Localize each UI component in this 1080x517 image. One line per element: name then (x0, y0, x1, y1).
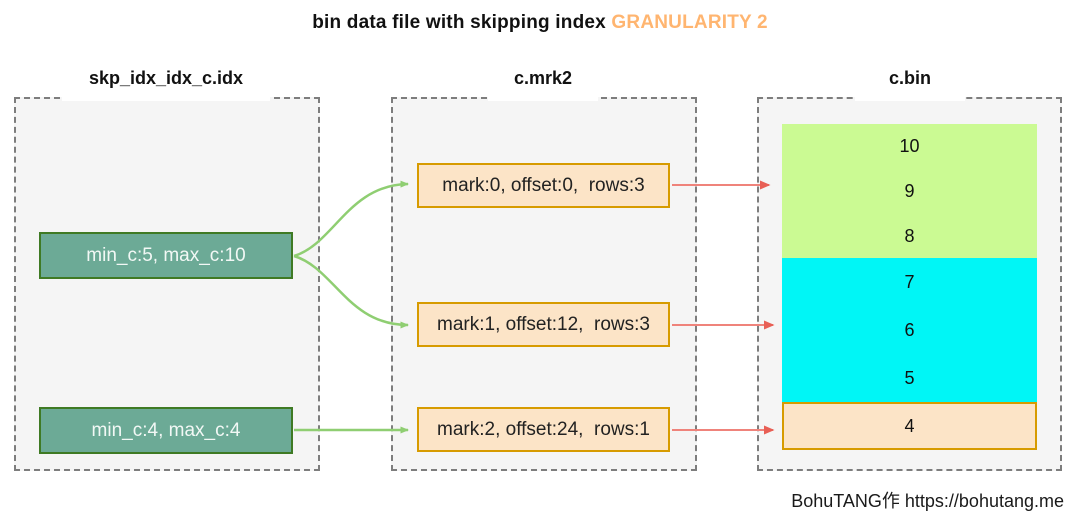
panel-header-skp-idx: skp_idx_idx_c.idx (62, 68, 270, 101)
granularity-highlight: GRANULARITY 2 (611, 12, 768, 33)
diagram-title: bin data file with skipping index GRANUL… (0, 12, 1080, 34)
title-text: bin data file with skipping index (312, 12, 606, 33)
mrk-node-1: mark:1, offset:12, rows:3 (417, 302, 670, 347)
bin-granule-2: 4 (782, 402, 1037, 450)
bin-row-value: 10 (899, 136, 920, 157)
bin-row-value: 5 (904, 368, 915, 388)
idx-node-minmax-0: min_c:5, max_c:10 (39, 232, 293, 279)
bin-row-value: 4 (904, 416, 915, 436)
bin-granule-1: 7 6 5 (782, 258, 1037, 402)
panel-header-mrk2: c.mrk2 (488, 68, 598, 101)
panel-header-bin: c.bin (855, 68, 965, 101)
mrk-node-0: mark:0, offset:0, rows:3 (417, 163, 670, 208)
idx-node-minmax-1: min_c:4, max_c:4 (39, 407, 293, 454)
bin-row-value: 6 (904, 320, 915, 340)
bin-granule-0: 10 9 8 (782, 124, 1037, 258)
bin-row-value: 9 (904, 180, 915, 201)
attribution-text: BohuTANG作 https://bohutang.me (791, 491, 1064, 511)
mrk-node-2: mark:2, offset:24, rows:1 (417, 407, 670, 452)
bin-row-value: 8 (904, 225, 915, 246)
bin-row-value: 7 (904, 272, 915, 292)
